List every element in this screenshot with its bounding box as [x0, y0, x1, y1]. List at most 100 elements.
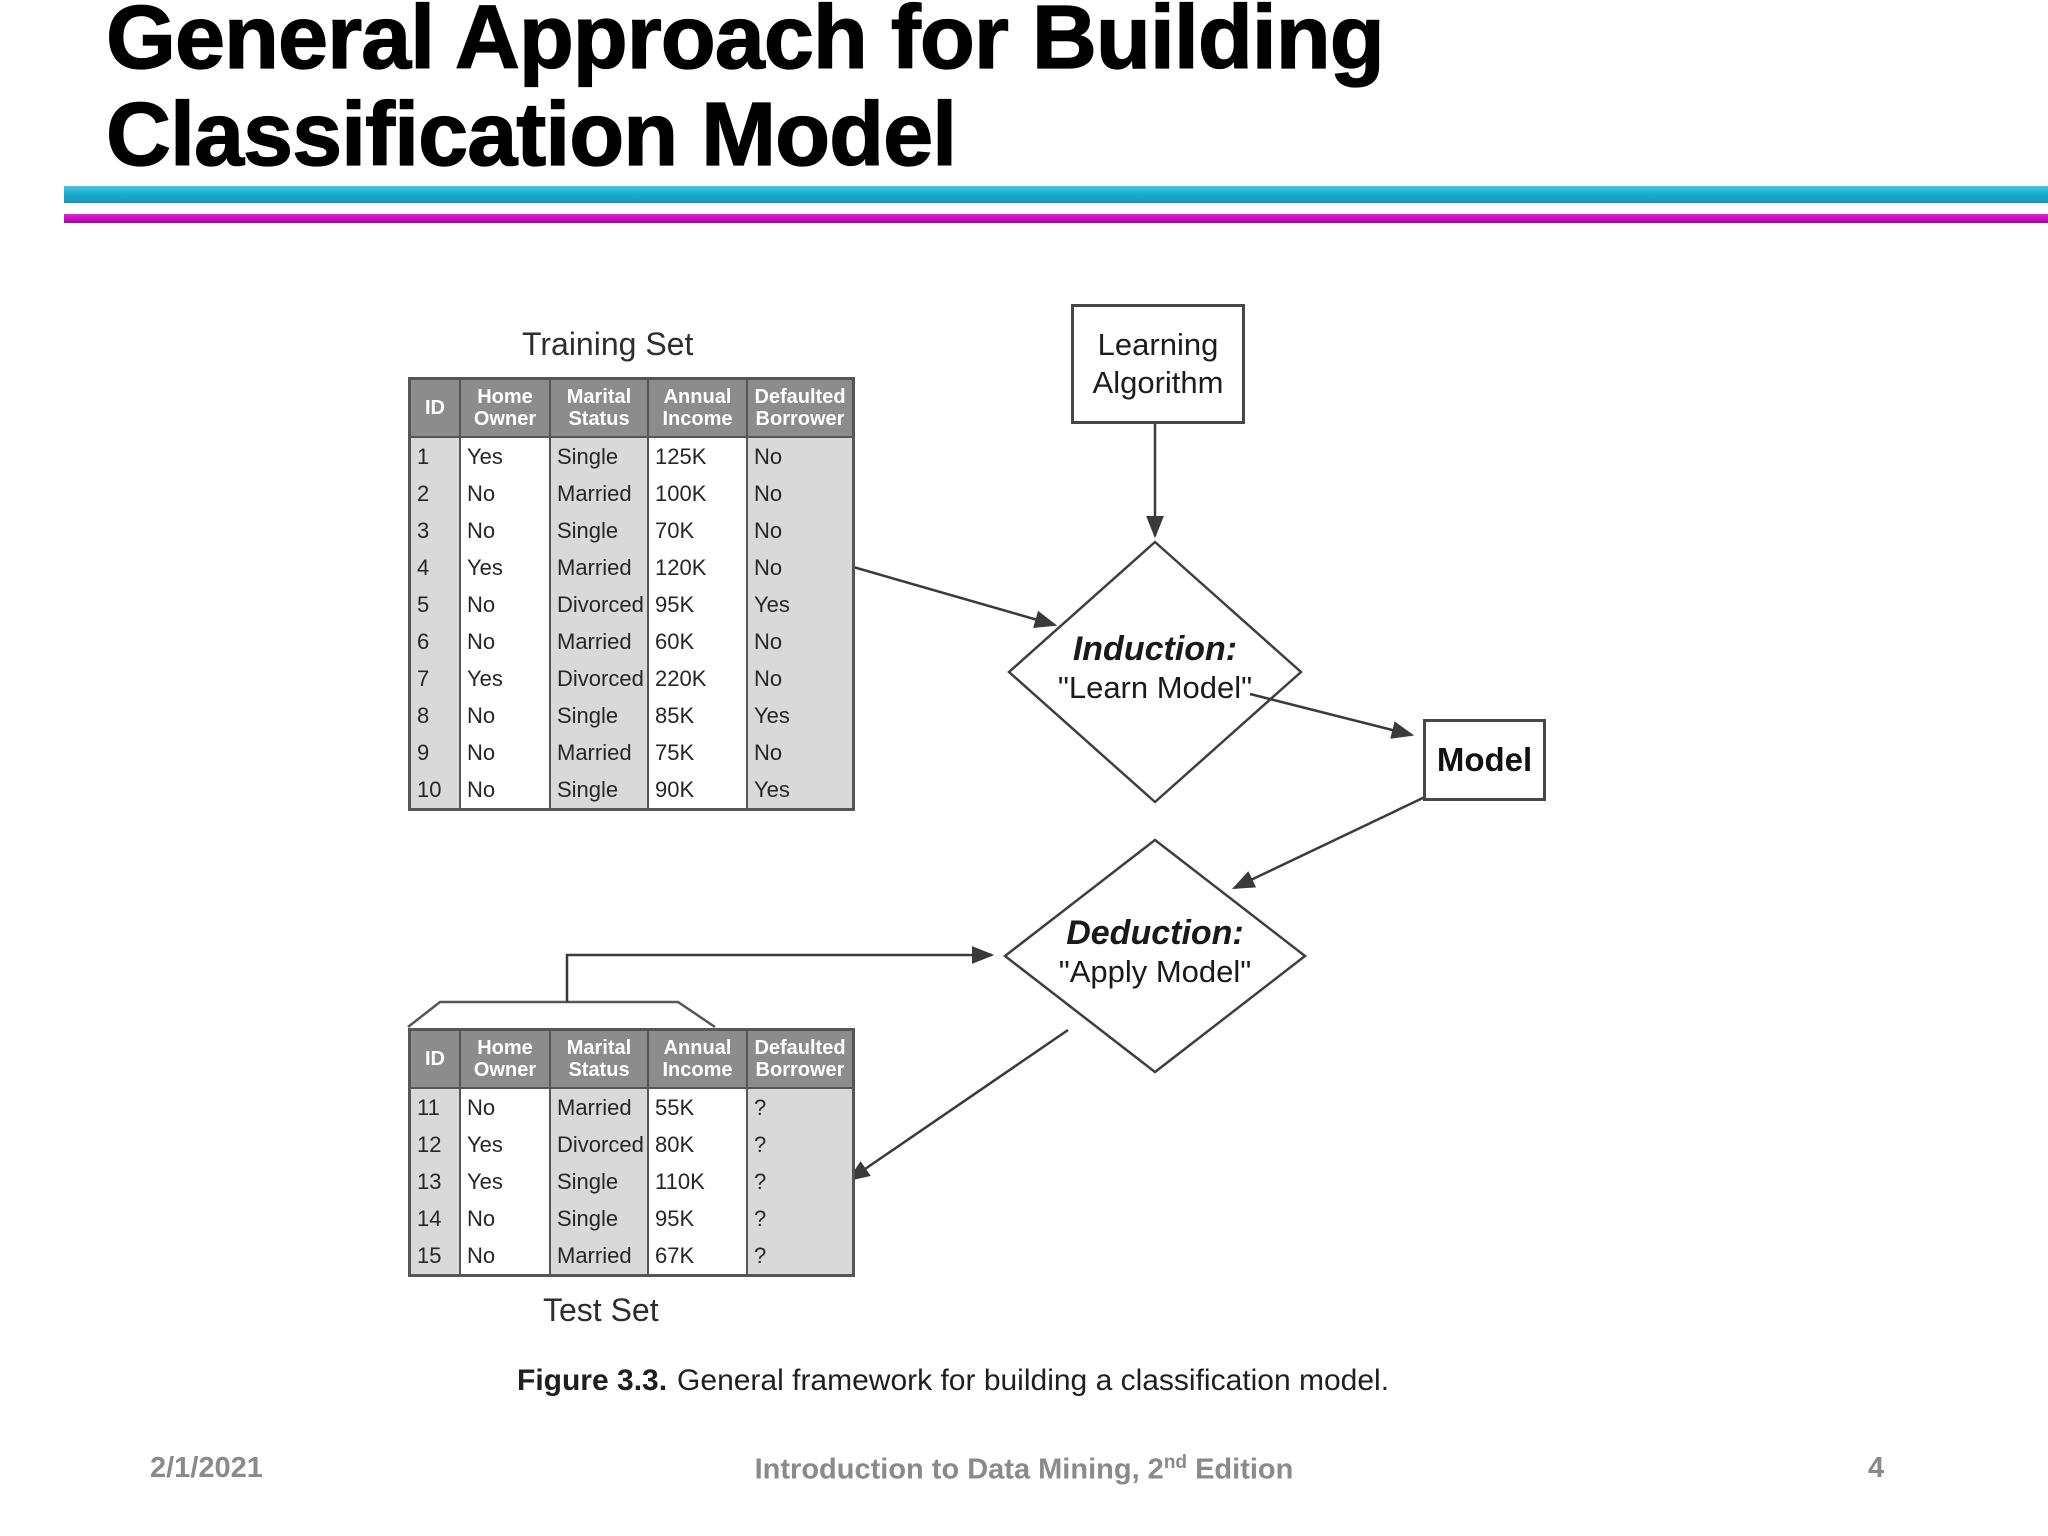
- table-cell: 110K: [647, 1163, 747, 1200]
- table-cell: 55K: [647, 1088, 747, 1126]
- table-cell: 4: [409, 549, 460, 586]
- deduction-title: Deduction:: [1066, 914, 1244, 952]
- column-header: Home Owner: [459, 1029, 550, 1089]
- induction-subtitle: "Learn Model": [1057, 670, 1253, 705]
- table-cell: Yes: [746, 697, 854, 734]
- table-cell: Yes: [459, 437, 550, 475]
- table-cell: 60K: [647, 623, 747, 660]
- table-cell: 5: [409, 586, 460, 623]
- induction-node-label: Induction: "Learn Model": [1009, 629, 1301, 707]
- arrow-deduction-to-testset: [847, 1028, 1069, 1182]
- test-table-top-face: [407, 1000, 716, 1029]
- table-cell: No: [459, 771, 550, 810]
- learning-algorithm-box: Learning Algorithm: [1071, 304, 1245, 424]
- table-cell: Single: [549, 512, 648, 549]
- table-cell: No: [459, 1088, 550, 1126]
- table-cell: Yes: [459, 1126, 550, 1163]
- table-cell: 70K: [647, 512, 747, 549]
- column-header: ID: [409, 378, 460, 438]
- table-cell: Married: [549, 1088, 648, 1126]
- learning-algorithm-line2: Algorithm: [1092, 365, 1224, 400]
- table-cell: No: [746, 437, 854, 475]
- footer-course-title-prefix: Introduction to Data Mining, 2: [754, 1453, 1164, 1486]
- footer-page-number: 4: [1868, 1452, 1885, 1484]
- table-cell: No: [459, 512, 550, 549]
- arrow-model-to-deduction: [1231, 794, 1428, 890]
- table-cell: 90K: [647, 771, 747, 810]
- table-cell: Divorced: [549, 1126, 648, 1163]
- slide-title-line1: General Approach for Building: [105, 0, 1385, 88]
- table-cell: ?: [746, 1163, 854, 1200]
- arrow-testset-to-deduction: [565, 946, 995, 1002]
- table-cell: ?: [746, 1126, 854, 1163]
- column-header: Defaulted Borrower: [746, 378, 854, 438]
- table-cell: Yes: [459, 1163, 550, 1200]
- table-cell: Married: [549, 475, 648, 512]
- table-cell: No: [746, 623, 854, 660]
- table-cell: Single: [549, 771, 648, 810]
- table-cell: 9: [409, 734, 460, 771]
- table-cell: 100K: [647, 475, 747, 512]
- table-cell: 3: [409, 512, 460, 549]
- table-cell: No: [746, 660, 854, 697]
- model-box: Model: [1423, 719, 1546, 801]
- induction-diamond: [1007, 540, 1303, 804]
- table-cell: No: [459, 586, 550, 623]
- column-header: Marital Status: [549, 1029, 648, 1089]
- table-cell: 85K: [647, 697, 747, 734]
- table-cell: 120K: [647, 549, 747, 586]
- table-cell: Married: [549, 1237, 648, 1276]
- table-cell: 95K: [647, 586, 747, 623]
- table-cell: No: [746, 512, 854, 549]
- table-cell: No: [746, 549, 854, 586]
- table-cell: 1: [409, 437, 460, 475]
- table-cell: 67K: [647, 1237, 747, 1276]
- table-cell: Married: [549, 549, 648, 586]
- table-cell: Yes: [746, 586, 854, 623]
- table-cell: ?: [746, 1088, 854, 1126]
- table-cell: Yes: [459, 660, 550, 697]
- table-cell: Divorced: [549, 586, 648, 623]
- table-cell: 10: [409, 771, 460, 810]
- figure-caption-number: Figure 3.3.: [517, 1364, 668, 1397]
- column-header: Defaulted Borrower: [746, 1029, 854, 1089]
- column-header: Marital Status: [549, 378, 648, 438]
- deduction-node-label: Deduction: "Apply Model": [1005, 913, 1305, 991]
- arrow-induction-to-model: [1249, 692, 1415, 739]
- table-cell: 15: [409, 1237, 460, 1276]
- table-cell: No: [459, 623, 550, 660]
- footer-date: 2/1/2021: [150, 1452, 263, 1484]
- table-cell: Married: [549, 623, 648, 660]
- table-cell: Divorced: [549, 660, 648, 697]
- column-header: Annual Income: [647, 1029, 747, 1089]
- figure-caption-text: General framework for building a classif…: [677, 1364, 1390, 1397]
- slide-title: General Approach for Building Classifica…: [105, 0, 1606, 184]
- deduction-diamond: [1002, 838, 1308, 1074]
- table-cell: No: [746, 475, 854, 512]
- table-cell: 6: [409, 623, 460, 660]
- arrow-training-to-induction: [821, 556, 1058, 629]
- column-header: ID: [409, 1029, 460, 1089]
- model-label: Model: [1436, 741, 1533, 778]
- table-cell: Yes: [459, 549, 550, 586]
- accent-rule-magenta: [64, 214, 2048, 223]
- learning-algorithm-line1: Learning: [1097, 327, 1219, 362]
- table-cell: Married: [549, 734, 648, 771]
- column-header: Annual Income: [647, 378, 747, 438]
- table-cell: Yes: [746, 771, 854, 810]
